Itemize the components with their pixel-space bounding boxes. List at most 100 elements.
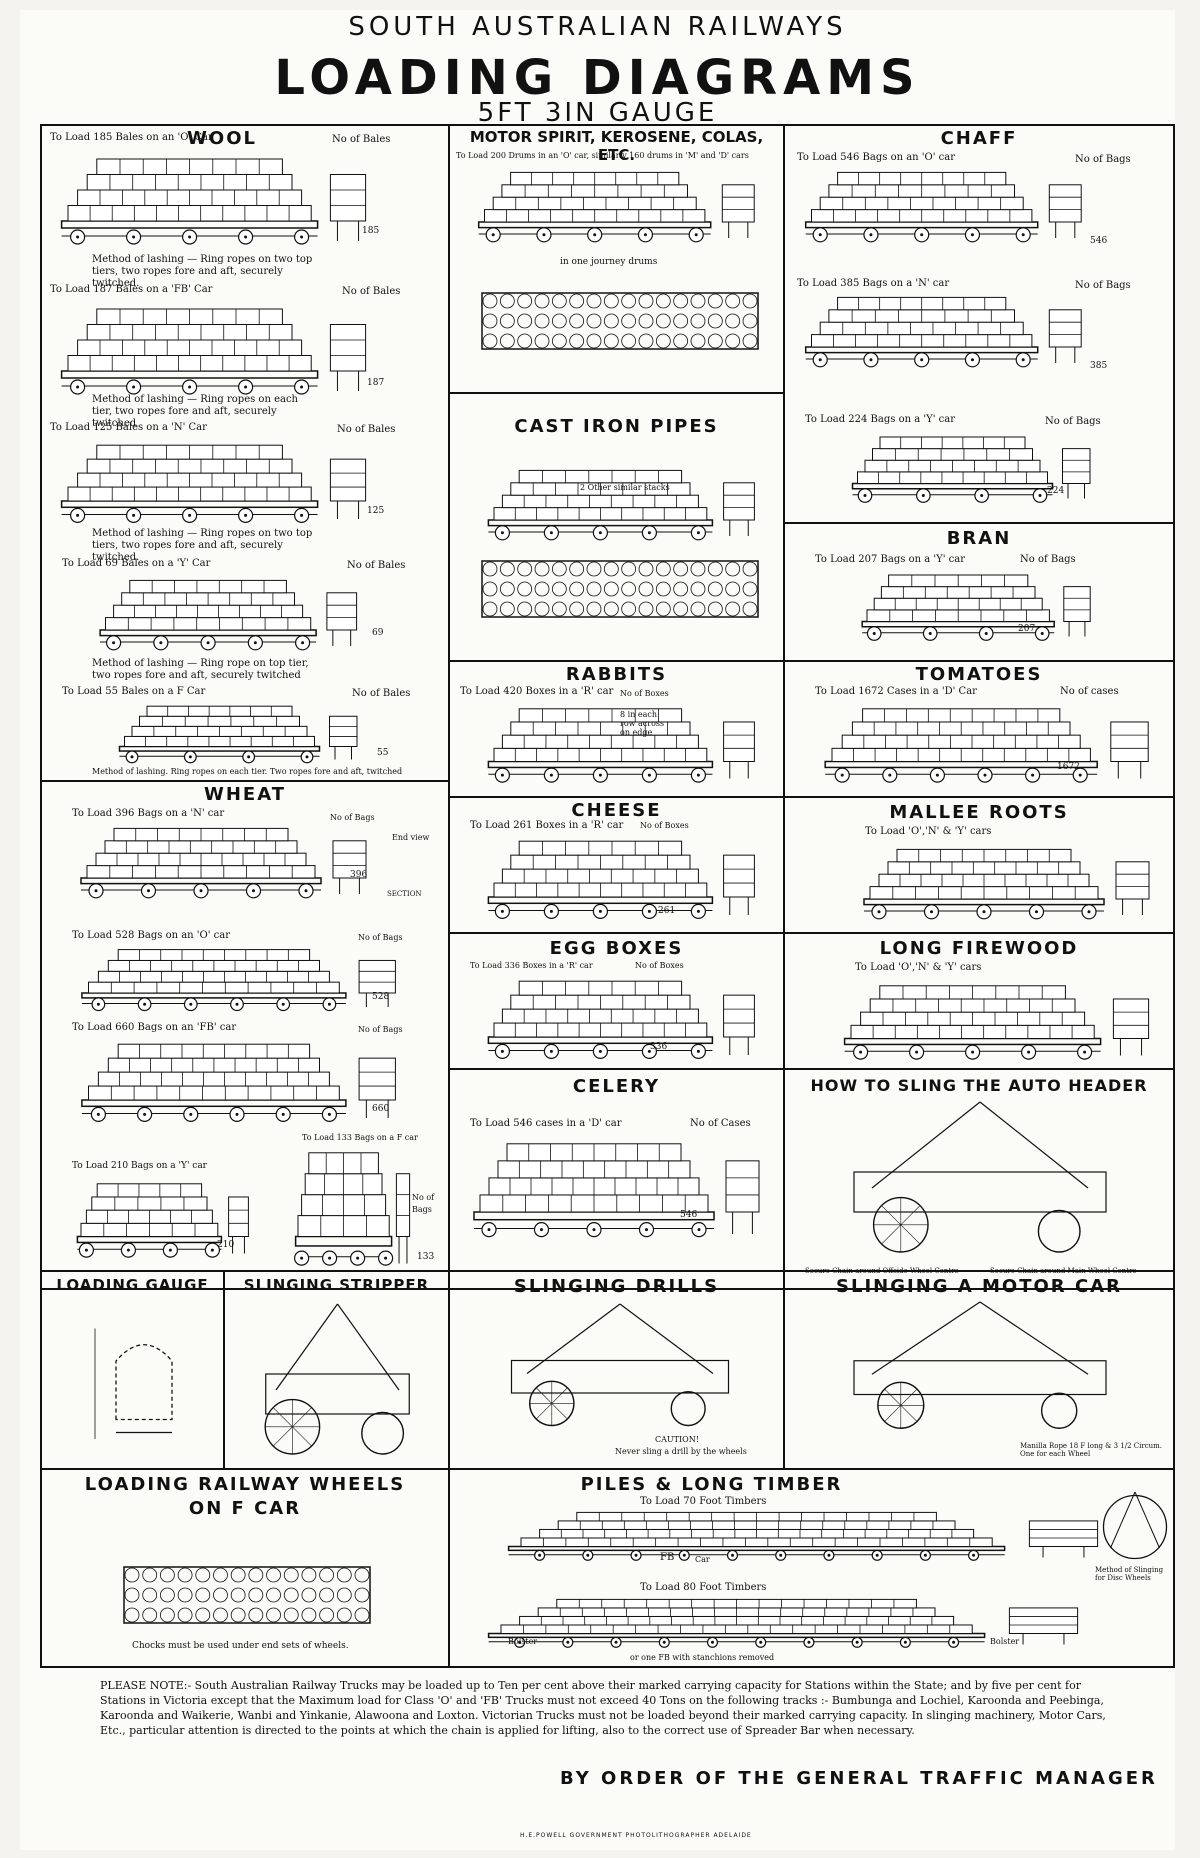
mallee-cars (863, 848, 1150, 920)
celery-col: No of Cases (690, 1118, 751, 1129)
wheat-row2-col: No of Bags (358, 933, 403, 942)
eggs-car-r (487, 980, 755, 1060)
wheat-row1-section: SECTION (387, 890, 422, 898)
wheat-title: WHEAT (203, 784, 287, 805)
header-gauge: 5FT 3IN GAUGE (477, 98, 718, 128)
motor-drums-plan (481, 292, 759, 350)
timber-title: PILES & LONG TIMBER (580, 1474, 843, 1495)
bran-car-y (861, 574, 1091, 641)
wheat-car-fb (81, 1043, 396, 1123)
by-order: BY ORDER OF THE GENERAL TRAFFIC MANAGER (560, 1768, 1158, 1789)
pipes-plan (481, 560, 759, 618)
panel-wheat: WHEAT To Load 396 Bags on a 'N' car No o… (40, 780, 450, 1290)
wheat-row3-col: No of Bags (358, 1025, 403, 1034)
eggs-col: No of Boxes (635, 961, 684, 970)
wheat-row3-total: 660 (372, 1104, 390, 1114)
wool-row1-note: Method of lashing — Ring ropes on two to… (92, 254, 313, 289)
celery-total: 546 (680, 1210, 698, 1220)
motor-drums-side (477, 171, 755, 243)
tomatoes-caption: To Load 1672 Cases in a 'D' Car (815, 686, 977, 697)
bran-caption: To Load 207 Bags on a 'Y' car (815, 554, 965, 565)
rabbits-title: RABBITS (565, 664, 668, 685)
wool-row5-col: No of Bales (352, 688, 411, 699)
railwheels-note: Chocks must be used under end sets of wh… (132, 1641, 349, 1651)
wheat-car-n (80, 827, 367, 899)
bran-title: BRAN (946, 528, 1012, 549)
rabbits-note: 8 in each row across on edge (620, 710, 665, 737)
panel-slinging-drills: SLINGING DRILLS CAUTION! Never sling a d… (448, 1270, 785, 1470)
railwheels-title: LOADING RAILWAY WHEELS (84, 1474, 406, 1495)
rabbits-caption: To Load 420 Boxes in a 'R' car (460, 686, 614, 697)
celery-caption: To Load 546 cases in a 'D' car (470, 1118, 622, 1129)
tomatoes-col: No of cases (1060, 686, 1119, 697)
wheat-row5-col: No of Bags (412, 1193, 435, 1214)
wool-row2-caption: To Load 187 Bales on a 'FB' Car (50, 284, 213, 295)
pipes-title: CAST IRON PIPES (514, 416, 719, 437)
timber-cap80: To Load 80 Foot Timbers (640, 1582, 767, 1593)
rabbits-car-r (487, 708, 755, 783)
wool-title: WOOL (187, 128, 257, 149)
wheat-row5-caption: To Load 210 Bags on a 'Y' car (72, 1161, 207, 1171)
panel-loading-gauge: LOADING GAUGE (40, 1270, 225, 1470)
railwheels-diagram (123, 1566, 371, 1624)
timber-car-label: Car (695, 1555, 710, 1564)
pipes-label: 2 Other similar stacks (580, 483, 670, 492)
motorcar-note: Manilla Rope 18 F long & 3 1/2 Circum. O… (1020, 1442, 1163, 1458)
firewood-caption: To Load 'O','N' & 'Y' cars (855, 962, 982, 973)
wool-row3-caption: To Load 125 Bales on a 'N' Car (50, 422, 207, 433)
wool-row1-col: No of Bales (332, 134, 391, 145)
panel-chaff: CHAFF To Load 546 Bags on an 'O' car No … (783, 124, 1175, 524)
cheese-col: No of Boxes (640, 821, 689, 830)
wool-row4-note: Method of lashing — Ring rope on top tie… (92, 658, 309, 681)
wheat-car-o (81, 949, 396, 1012)
wheat-row1-total: 396 (350, 870, 368, 880)
disc-wheel-sling (1102, 1491, 1168, 1560)
please-note: PLEASE NOTE:- South Australian Railway T… (100, 1679, 1106, 1737)
wool-car-f (118, 705, 358, 764)
mallee-caption: To Load 'O','N' & 'Y' cars (865, 826, 992, 837)
panel-slinging-stripper: SLINGING STRIPPER (223, 1270, 450, 1470)
wool-row4-caption: To Load 69 Bales on a 'Y' Car (62, 558, 211, 569)
chaff-row1-caption: To Load 546 Bags on an 'O' car (797, 152, 956, 163)
wheat-row2-caption: To Load 528 Bags on an 'O' car (72, 930, 231, 941)
railwheels-title2: ON F CAR (188, 1498, 302, 1519)
wheat-row3-caption: To Load 660 Bags on an 'FB' car (72, 1022, 237, 1033)
timber-80ft (487, 1598, 1079, 1648)
motorcar-illustration (853, 1301, 1107, 1429)
tomatoes-title: TOMATOES (915, 664, 1043, 685)
wheat-row2-total: 528 (372, 992, 390, 1002)
chaff-row3-col: No of Bags (1045, 416, 1101, 427)
wool-row3-note: Method of lashing — Ring ropes on two to… (92, 528, 313, 563)
timber-cap70: To Load 70 Foot Timbers (640, 1496, 767, 1507)
gauge-outline (94, 1328, 173, 1439)
wool-row2-col: No of Bales (342, 286, 401, 297)
timber-bolster-left: Bolster (508, 1637, 538, 1646)
chaff-row3-total: 224 (1047, 486, 1065, 496)
wool-row2-total: 187 (367, 378, 385, 388)
cheese-car-r (487, 840, 755, 920)
chaff-row3-caption: To Load 224 Bags on a 'Y' car (805, 414, 955, 425)
wheat-row5-total: 210 (217, 1240, 235, 1250)
stripper-illustration (264, 1303, 410, 1455)
stripper-title: SLINGING STRIPPER (243, 1276, 430, 1294)
panel-long-firewood: LONG FIREWOOD To Load 'O','N' & 'Y' cars (783, 932, 1175, 1070)
timber-removed: or one FB with stanchions removed (630, 1653, 775, 1662)
chaff-car-y (851, 436, 1091, 503)
header-sling-title: HOW TO SLING THE AUTO HEADER (810, 1076, 1148, 1095)
eggs-total: 336 (650, 1042, 668, 1052)
bran-col: No of Bags (1020, 554, 1076, 565)
timber-bolster-right: Bolster (990, 1637, 1020, 1646)
cheese-title: CHEESE (571, 800, 662, 821)
wool-row5-caption: To Load 55 Bales on a F Car (62, 686, 206, 697)
motor-title: MOTOR SPIRIT, KEROSENE, COLAS, ETC. (469, 128, 764, 164)
panel-bran: BRAN To Load 207 Bags on a 'Y' car No of… (783, 522, 1175, 662)
panel-mallee-roots: MALLEE ROOTS To Load 'O','N' & 'Y' cars (783, 796, 1175, 934)
panel-tomatoes: TOMATOES To Load 1672 Cases in a 'D' Car… (783, 660, 1175, 798)
header-title: LOADING DIAGRAMS (274, 50, 921, 106)
wool-row2-note: Method of lashing — Ring ropes on each t… (92, 394, 298, 429)
pipes-side (487, 469, 755, 541)
chaff-row2-col: No of Bags (1075, 280, 1131, 291)
panel-celery: CELERY To Load 546 cases in a 'D' car No… (448, 1068, 785, 1290)
wheat-row1-col: No of Bags (330, 813, 375, 822)
panel-rabbits: RABBITS To Load 420 Boxes in a 'R' car N… (448, 660, 785, 798)
